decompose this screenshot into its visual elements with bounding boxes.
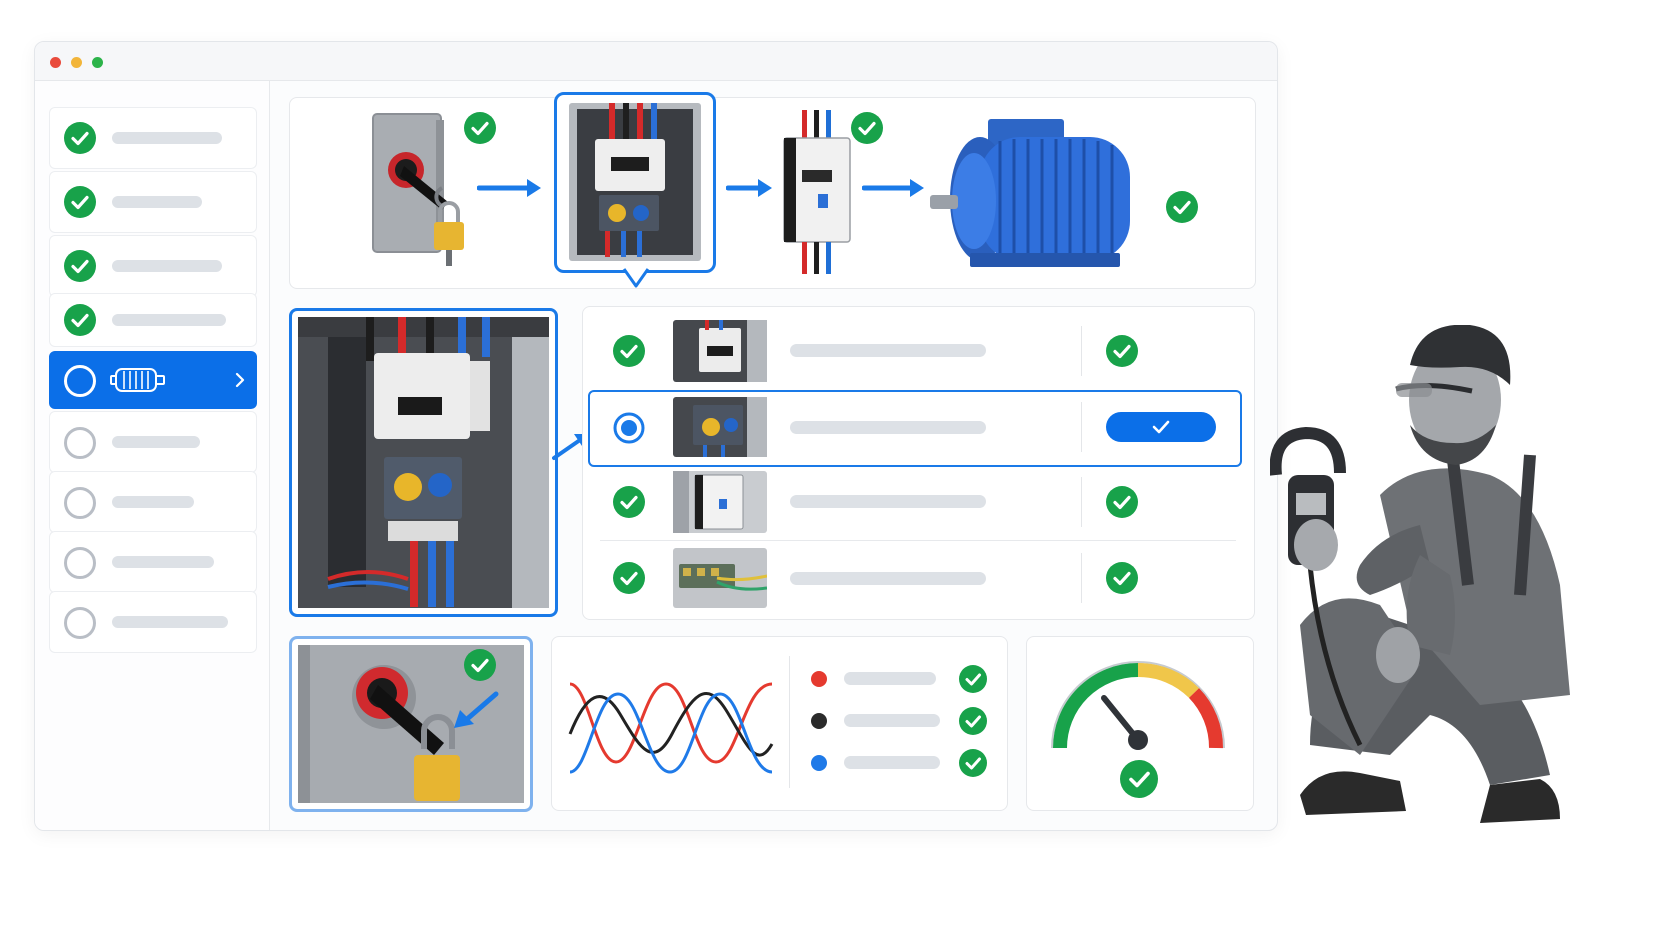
callout-pointer-icon xyxy=(622,268,650,288)
check-icon xyxy=(64,186,96,218)
phase-label-placeholder xyxy=(844,714,940,727)
check-icon xyxy=(1152,420,1170,434)
step-item[interactable] xyxy=(49,107,257,169)
check-icon xyxy=(64,250,96,282)
check-icon xyxy=(613,335,645,367)
pending-step-ring-icon xyxy=(64,547,96,579)
check-icon xyxy=(959,665,987,693)
disconnect-switch-icon[interactable] xyxy=(370,110,470,275)
check-icon xyxy=(464,649,496,681)
column-separator xyxy=(1081,553,1082,603)
overload-relay-thumb-icon xyxy=(673,397,767,457)
check-icon xyxy=(613,486,645,518)
phase-l1-dot xyxy=(811,671,827,687)
close-dot[interactable] xyxy=(50,57,61,68)
check-icon xyxy=(1106,562,1138,594)
title-bar xyxy=(35,42,1277,81)
electric-motor-icon[interactable] xyxy=(930,115,1162,275)
pending-step-ring-icon xyxy=(64,607,96,639)
selected-component-frame[interactable] xyxy=(554,92,716,273)
step-item[interactable] xyxy=(49,531,257,593)
flow-arrow-icon xyxy=(862,179,924,197)
pending-step-ring-icon xyxy=(64,487,96,519)
step-item[interactable] xyxy=(49,591,257,653)
flow-arrow-icon xyxy=(477,179,541,197)
minimize-dot[interactable] xyxy=(71,57,82,68)
column-separator xyxy=(1081,477,1082,527)
flow-arrow-icon xyxy=(726,179,772,197)
column-separator xyxy=(1081,326,1082,376)
control-panel-icon xyxy=(569,103,701,261)
column-separator xyxy=(789,656,790,788)
technician-illustration xyxy=(1270,325,1570,823)
step-item[interactable] xyxy=(49,411,257,473)
step-label-placeholder xyxy=(112,196,202,208)
check-icon xyxy=(851,112,883,144)
phase-label-placeholder xyxy=(844,756,940,769)
phase-label-placeholder xyxy=(844,672,936,685)
panel-detail-photo[interactable] xyxy=(289,308,558,617)
pending-step-ring-icon xyxy=(64,427,96,459)
pointer-arrow-icon xyxy=(454,691,499,728)
check-icon xyxy=(1106,335,1138,367)
step-item-active[interactable] xyxy=(49,351,257,409)
step-item[interactable] xyxy=(49,171,257,233)
step-label-placeholder xyxy=(112,556,214,568)
step-label-placeholder xyxy=(112,616,228,628)
step-label-placeholder xyxy=(112,260,222,272)
terminal-block-thumb-icon xyxy=(673,548,767,608)
row-label-placeholder xyxy=(790,344,986,357)
row-label-placeholder xyxy=(790,495,986,508)
check-icon xyxy=(1120,760,1158,798)
row-divider xyxy=(600,540,1236,541)
row-label-placeholder xyxy=(790,572,986,585)
contactor-icon[interactable] xyxy=(782,110,852,275)
check-icon xyxy=(64,304,96,336)
check-icon xyxy=(613,562,645,594)
step-label-placeholder xyxy=(112,314,226,326)
row-label-placeholder xyxy=(790,421,986,434)
step-label-placeholder xyxy=(112,132,222,144)
active-step-ring-icon xyxy=(64,365,96,397)
gauge-meter-icon xyxy=(1051,661,1225,750)
check-icon xyxy=(64,122,96,154)
chevron-right-icon xyxy=(235,372,245,388)
step-item[interactable] xyxy=(49,471,257,533)
step-label-placeholder xyxy=(112,496,194,508)
sidebar xyxy=(35,81,270,830)
check-icon xyxy=(1106,486,1138,518)
confirm-button[interactable] xyxy=(1106,412,1216,442)
step-item[interactable] xyxy=(49,235,257,297)
three-phase-waveform xyxy=(568,682,774,774)
control-panel-detail-icon xyxy=(298,317,549,608)
contactor-thumb-icon xyxy=(673,320,767,382)
check-icon xyxy=(464,112,496,144)
motor-icon xyxy=(110,368,165,392)
column-separator xyxy=(1081,402,1082,452)
check-icon xyxy=(1166,191,1198,223)
check-icon xyxy=(959,707,987,735)
radio-selected-icon[interactable] xyxy=(612,411,646,445)
maximize-dot[interactable] xyxy=(92,57,103,68)
check-icon xyxy=(959,749,987,777)
phase-l2-dot xyxy=(811,713,827,729)
phase-l3-dot xyxy=(811,755,827,771)
step-label-placeholder xyxy=(112,436,200,448)
breaker-thumb-icon xyxy=(673,471,767,533)
step-item[interactable] xyxy=(49,293,257,347)
